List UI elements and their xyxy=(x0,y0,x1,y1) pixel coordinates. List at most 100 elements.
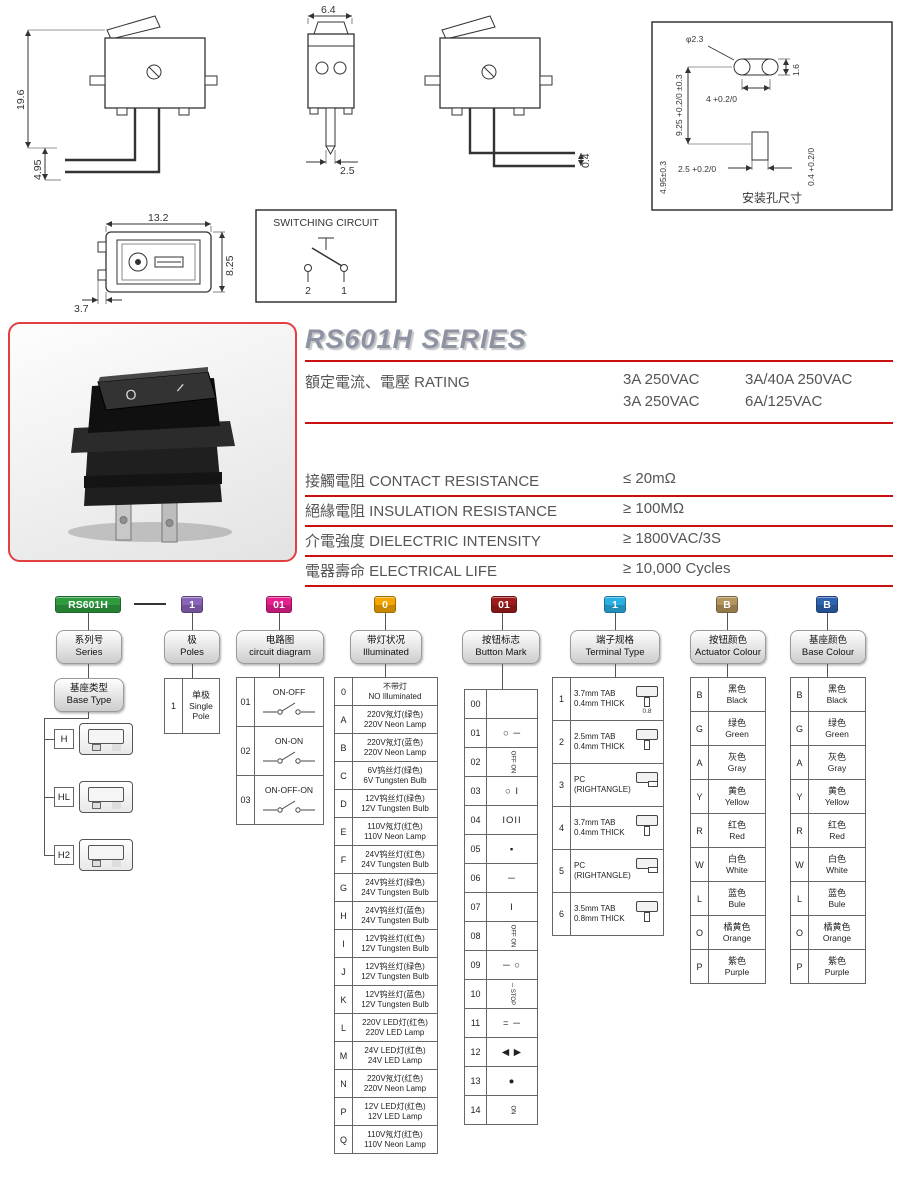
option-zh: 24V LED灯(红色) xyxy=(364,1045,426,1055)
connector-line xyxy=(727,664,728,678)
option-en: Green xyxy=(825,728,849,739)
option-code: C xyxy=(335,762,353,789)
option-code: 6 xyxy=(553,893,571,935)
poles-option: 1 单极 Single Pole xyxy=(164,678,220,734)
illuminated-option: Q 110V氖灯(红色) 110V Neon Lamp xyxy=(334,1125,438,1154)
divider-line xyxy=(305,360,893,362)
option-code: R xyxy=(691,814,709,847)
switch-front-drawing xyxy=(79,781,133,813)
button-mark-symbol: ON xyxy=(509,1105,515,1115)
spec-row: 接觸電阻 CONTACT RESISTANCE ≤ 20mΩ xyxy=(305,468,893,497)
option-code: L xyxy=(335,1014,353,1041)
hole-position-label: 4.95±0.3 xyxy=(658,161,668,194)
colour-option: B 黑色 Black xyxy=(790,677,866,712)
button-mark-symbol: IOII xyxy=(502,814,522,826)
header-en: Base Colour xyxy=(801,647,855,658)
product-photo: O I xyxy=(68,367,235,543)
option-code: 06 xyxy=(465,864,487,892)
button-mark-option: 09 ─ ○ xyxy=(464,950,538,980)
terminal-line2: 0.4mm THICK xyxy=(574,742,625,751)
connector-line xyxy=(44,718,45,855)
rating-value: 3A 250VAC xyxy=(623,393,700,410)
base-type-option: H xyxy=(54,722,133,756)
illuminated-option: G 24V钨丝灯(绿色) 24V Tungsten Bulb xyxy=(334,873,438,902)
header-en: Base Type xyxy=(66,695,112,706)
rear-view-drawing: 0.4 xyxy=(424,15,592,168)
option-en: Green xyxy=(725,728,749,739)
spec-label: 絕緣電阻 INSULATION RESISTANCE xyxy=(305,503,557,520)
colour-option: L 蓝色 Bule xyxy=(790,881,866,916)
option-code: 1 xyxy=(165,679,183,733)
option-code: 1 xyxy=(553,678,571,720)
pitch-label: 9.25 +0.2/0 ±0.3 xyxy=(674,74,684,136)
spec-label: 接觸電阻 CONTACT RESISTANCE xyxy=(305,473,540,490)
connector-line xyxy=(88,664,89,678)
illuminated-option: E 110V氖灯(红色) 110V Neon Lamp xyxy=(334,817,438,846)
illuminated-option: J 12V钨丝灯(绿色) 12V Tungsten Bulb xyxy=(334,957,438,986)
colour-option: G 绿色 Green xyxy=(790,711,866,746)
option-zh: 12V钨丝灯(红色) xyxy=(365,933,425,943)
code-chip-base-colour: B xyxy=(816,596,838,613)
option-code: M xyxy=(335,1042,353,1069)
connector-line xyxy=(502,613,503,630)
hole-width-label: 2.5 +0.2/0 xyxy=(678,164,716,174)
option-code: D xyxy=(335,790,353,817)
button-mark-option: 06 ─ xyxy=(464,863,538,893)
header-zh: 电路图 xyxy=(265,635,295,647)
terminal-icon xyxy=(634,684,660,708)
connector-line xyxy=(279,664,280,678)
option-en: 220V LED Lamp xyxy=(365,1027,425,1037)
option-code: A xyxy=(791,746,809,779)
option-code: P xyxy=(335,1098,353,1125)
colour-option: O 橘黄色 Orange xyxy=(790,915,866,950)
option-code: 11 xyxy=(465,1009,487,1037)
illuminated-option: H 24V钨丝灯(蓝色) 24V Tungsten Bulb xyxy=(334,901,438,930)
column-header-actuator-colour: 按钮颜色 Actuator Colour xyxy=(690,630,766,664)
dim-topheight-label: 8.25 xyxy=(224,255,236,276)
button-mark-symbol: ▪ xyxy=(509,843,515,855)
option-zh: 110V氖灯(红色) xyxy=(367,821,423,831)
option-zh: 白色 xyxy=(727,854,746,864)
connector-line xyxy=(502,664,503,690)
button-mark-symbol: ─ ○ xyxy=(502,959,522,971)
option-code: G xyxy=(791,712,809,745)
option-code: G xyxy=(335,874,353,901)
dim-pin-label: 2.5 xyxy=(340,165,355,177)
top-view-drawing: 13.2 8.25 3.7 xyxy=(74,212,236,315)
option-en: Single Pole xyxy=(189,701,213,722)
terminal-icon xyxy=(634,770,660,794)
spec-section: RS601H SERIES 額定電流、電壓 RATING 3A 250VAC 3… xyxy=(305,324,893,587)
header-en: Terminal Type xyxy=(585,647,645,658)
option-code: 07 xyxy=(465,893,487,921)
terminal-option: 5 PC (RIGHTANGLE) xyxy=(552,849,664,893)
option-code: 0 xyxy=(335,678,353,705)
option-zh: 220V氖灯(绿色) xyxy=(366,709,423,719)
option-code: L xyxy=(791,882,809,915)
option-code: L xyxy=(691,882,709,915)
button-mark-option: 07 I xyxy=(464,892,538,922)
option-code: 00 xyxy=(465,690,487,718)
connector-line xyxy=(279,613,280,630)
option-code: O xyxy=(691,916,709,949)
option-en: Black xyxy=(726,694,748,705)
option-code: 03 xyxy=(237,776,255,824)
connector-line xyxy=(727,613,728,630)
terminal-icon xyxy=(634,856,660,880)
terminal-option: 1 3.7mm TAB 0.4mm THICK 0.8 xyxy=(552,677,664,721)
option-code: HL xyxy=(54,787,74,807)
hole-thickness-label: 0.4 +0.2/0 xyxy=(806,148,816,186)
option-code: 03 xyxy=(465,777,487,805)
connector-line xyxy=(827,664,828,678)
option-en: Bule xyxy=(728,898,746,909)
circuit-label: ON-ON xyxy=(274,736,304,746)
option-code: Q xyxy=(335,1126,353,1153)
code-chip-button-mark: 01 xyxy=(491,596,517,613)
connector-line xyxy=(615,664,616,678)
option-code: 3 xyxy=(553,764,571,806)
option-zh: 蓝色 xyxy=(727,888,746,898)
rating-label: 額定電流、電壓 RATING xyxy=(305,374,470,391)
rating-row: 額定電流、電壓 RATING 3A 250VAC 3A/40A 250VAC 3… xyxy=(305,362,893,417)
terminal-1-label: 1 xyxy=(341,285,347,297)
option-code: E xyxy=(335,818,353,845)
